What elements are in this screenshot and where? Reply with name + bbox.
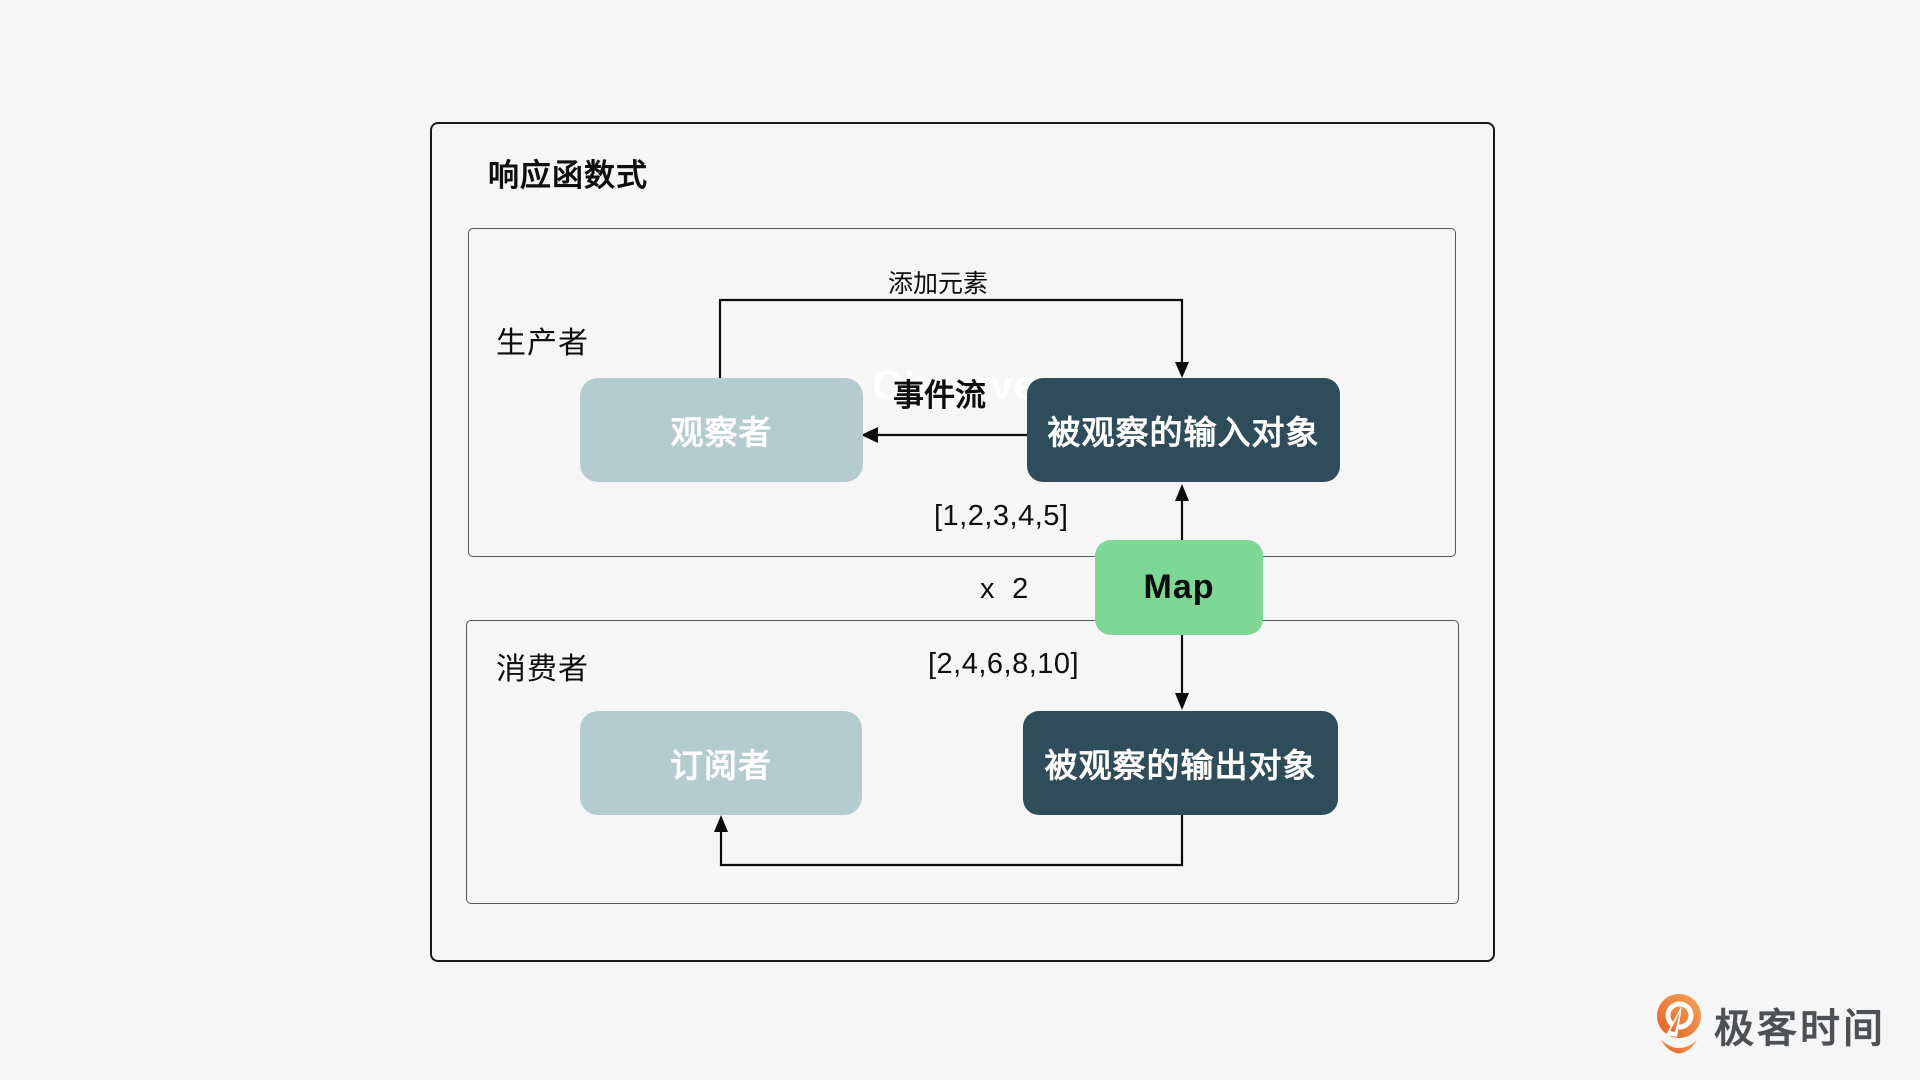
consumer-label: 消费者 — [496, 653, 589, 686]
input-list-label: [1,2,3,4,5] — [934, 500, 1069, 532]
subscriber-node-label: 订阅者 — [670, 747, 772, 784]
transform-label: x 2 — [980, 573, 1029, 605]
observable-input-node: 被观察的输入对象 — [1027, 378, 1340, 482]
output-list-label: [2,4,6,8,10] — [928, 648, 1080, 680]
producer-label: 生产者 — [496, 327, 589, 360]
observable-output-node: 被观察的输出对象 — [1023, 711, 1338, 815]
map-node: Map — [1095, 540, 1263, 635]
observer-node: 观察者 — [580, 378, 863, 482]
observable-output-node-label: 被观察的输出对象 — [1044, 747, 1317, 784]
geektime-logo-icon — [1657, 994, 1701, 1054]
diagram-title: 响应函数式 — [488, 158, 648, 193]
consumer-section-box — [466, 620, 1459, 904]
observer-node-label: 观察者 — [670, 414, 773, 451]
subscriber-node: 订阅者 — [580, 711, 862, 815]
observable-input-node-label: 被观察的输入对象 — [1047, 414, 1320, 451]
diagram-frame — [430, 122, 1495, 962]
event-stream-label: 事件流 — [893, 378, 986, 413]
add-element-label: 添加元素 — [888, 270, 989, 298]
geektime-logo: 极客时间 — [1656, 992, 1896, 1058]
map-node-label: Map — [1143, 568, 1215, 606]
geektime-logo-text: 极客时间 — [1714, 1007, 1886, 1051]
producer-section-box — [468, 228, 1456, 557]
